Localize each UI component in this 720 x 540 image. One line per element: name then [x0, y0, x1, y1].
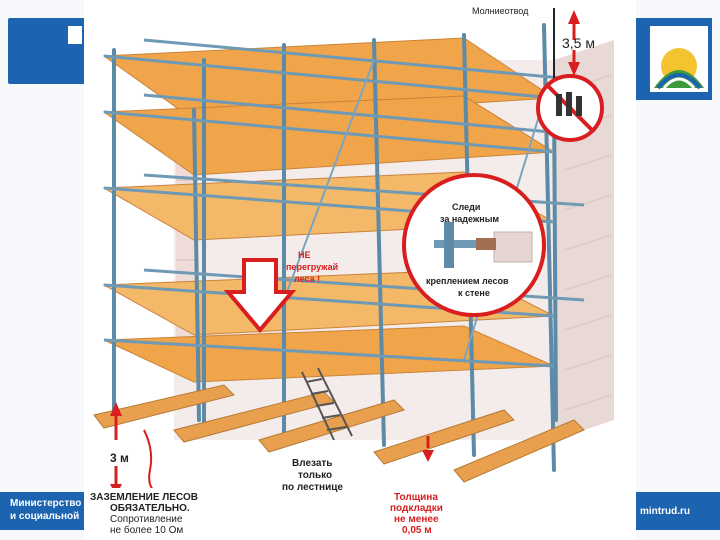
anchor-title-line1: Следи — [452, 202, 480, 212]
scaffold-diagram: Молниеотвод 3,5 м Следи за надежным креп… — [84, 0, 636, 540]
overload-line3: леса ! — [294, 274, 320, 284]
ladder — [301, 367, 353, 441]
anchor-sub-line1: креплением лесов — [426, 276, 509, 286]
header-notch — [68, 26, 82, 44]
overload-line1: НЕ — [298, 250, 311, 260]
scaffold-illustration: Молниеотвод 3,5 м Следи за надежным креп… — [84, 6, 614, 540]
anchor-detail-circle — [402, 173, 546, 317]
anchor-title-line2: за надежным — [440, 214, 499, 224]
anchor-sub-line2: к стене — [458, 288, 490, 298]
climb-line1: Влезать — [292, 458, 332, 469]
pad-line2: подкладки — [390, 503, 443, 514]
overload-line2: перегружай — [286, 262, 338, 272]
grounding-line1: ЗАЗЕМЛЕНИЕ ЛЕСОВ — [90, 492, 198, 503]
overload-warning — [223, 258, 297, 334]
no-people-sign — [536, 74, 604, 142]
ministry-logo-icon — [650, 26, 708, 92]
pad-label-bg — [376, 488, 472, 540]
ground-planks — [93, 384, 585, 483]
grounding-line4: не более 10 Ом — [110, 524, 183, 536]
footer-site-link[interactable]: mintrud.ru — [640, 506, 690, 517]
climb-line2: только — [298, 470, 332, 481]
height-bottom-label: 3 м — [110, 451, 129, 465]
height-top-label: 3,5 м — [562, 35, 595, 51]
pad-line1: Толщина — [394, 492, 438, 503]
pad-line3: не менее — [394, 514, 439, 525]
footer-ministry-line2: и социальной — [10, 511, 80, 522]
grounding-line3: Сопротивление — [110, 514, 183, 525]
scaffold-ledgers — [103, 38, 585, 368]
lightning-rod-label: Молниеотвод — [472, 6, 529, 16]
climb-line3: по лестнице — [282, 482, 343, 493]
footer-ministry-line1: Министерство — [10, 498, 82, 509]
pad-line4: 0,05 м — [402, 525, 432, 536]
grounding-label-bg — [84, 488, 234, 540]
height-top-marker — [553, 8, 580, 120]
pad-thickness-marker — [422, 436, 434, 462]
grounding-line2: ОБЯЗАТЕЛЬНО. — [110, 503, 190, 514]
